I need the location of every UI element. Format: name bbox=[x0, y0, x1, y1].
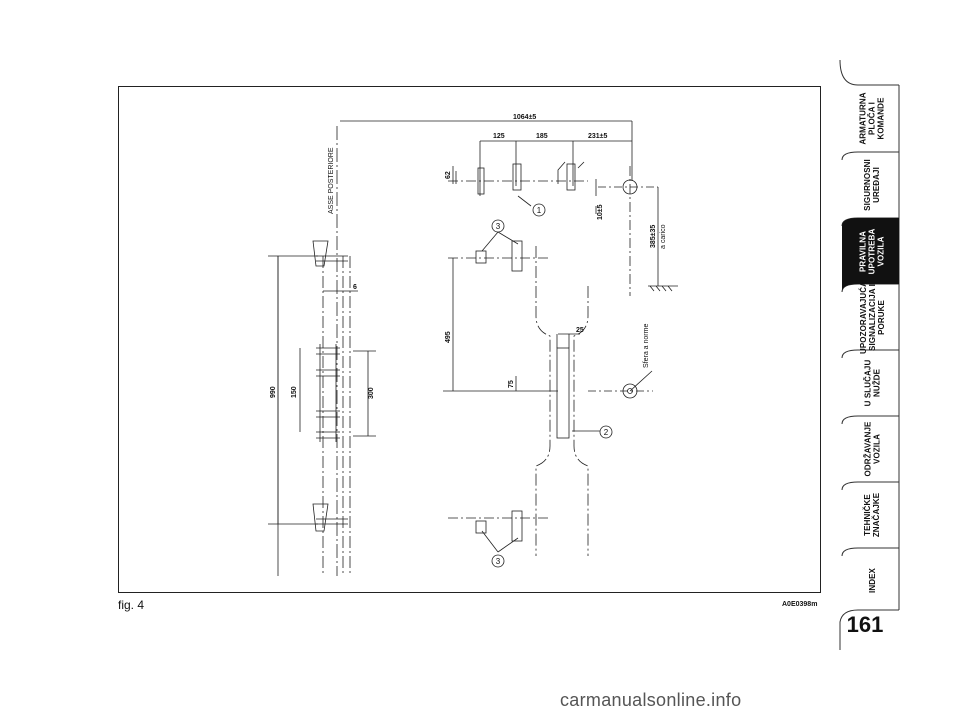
tow-bar-technical-drawing: 1064±5 125 185 231±5 62 10±5 385±35 6 99… bbox=[268, 114, 678, 576]
callout-3-top bbox=[491, 219, 505, 233]
dim-150: 150 bbox=[291, 386, 298, 398]
tab-sigurnosni[interactable]: SIGURNOSNI UREĐAJI bbox=[842, 155, 902, 215]
dim-300: 300 bbox=[368, 387, 375, 399]
figure-frame bbox=[118, 86, 821, 593]
tab-label-sigurnosni: SIGURNOSNI UREĐAJI bbox=[862, 159, 881, 211]
callout-2-text: 2 bbox=[604, 428, 609, 437]
tab-nuzde[interactable]: U SLUČAJU NUŽDE bbox=[842, 353, 902, 413]
tab-index[interactable]: INDEX bbox=[842, 550, 902, 610]
callout-3-top-text: 3 bbox=[496, 222, 501, 231]
tab-label-odrzavanje: ODRŽAVANJE VOZILA bbox=[863, 421, 881, 477]
dim-990: 990 bbox=[270, 386, 277, 398]
tab-label-index: INDEX bbox=[867, 567, 877, 593]
tab-label-tehnicke: TEHNIČKE ZNAČAJKE bbox=[862, 492, 881, 538]
dim-125: 125 bbox=[493, 133, 505, 140]
dim-185: 185 bbox=[536, 133, 548, 140]
tab-label-armaturna: ARMATURNA PLOČA I KOMANDE bbox=[858, 91, 886, 145]
dim-385: 385±35 bbox=[650, 225, 657, 248]
page-number: 161 bbox=[846, 612, 884, 637]
watermark: carmanualsonline.info bbox=[560, 690, 742, 710]
label-a-carico: a carico bbox=[660, 224, 667, 249]
dim-75: 75 bbox=[508, 380, 515, 388]
tab-label-pravilna: PRAVILNA UPOTREBA VOZILA bbox=[858, 228, 886, 274]
label-sfera-a-norme: Sfera a norme bbox=[643, 324, 650, 368]
callout-2 bbox=[599, 425, 613, 439]
tab-label-upozoravajuca: UPOZORAVAJUĆA SIGNALIZACIJA I PORUKE bbox=[858, 280, 886, 354]
dim-231: 231±5 bbox=[588, 133, 608, 140]
figure-code: A0E0398m bbox=[782, 601, 818, 608]
label-asse-posteriore: ASSE POSTERIORE bbox=[328, 147, 335, 214]
dim-62: 62 bbox=[445, 171, 452, 179]
tab-odrzavanje[interactable]: ODRŽAVANJE VOZILA bbox=[842, 419, 902, 479]
tab-armaturna[interactable]: ARMATURNA PLOČA I KOMANDE bbox=[842, 88, 902, 148]
callout-3-bottom bbox=[491, 554, 505, 568]
figure-caption: fig. 4 bbox=[118, 598, 145, 612]
tab-tehnicke[interactable]: TEHNIČKE ZNAČAJKE bbox=[842, 485, 902, 545]
dim-6: 6 bbox=[353, 284, 357, 291]
callout-1 bbox=[532, 203, 546, 217]
tab-upozoravajuca[interactable]: UPOZORAVAJUĆA SIGNALIZACIJA I PORUKE bbox=[842, 280, 902, 353]
dim-25: 25 bbox=[576, 327, 584, 334]
dim-overall: 1064±5 bbox=[513, 114, 536, 121]
dim-10: 10±5 bbox=[597, 204, 604, 220]
dim-495: 495 bbox=[445, 331, 452, 343]
tab-pravilna[interactable]: PRAVILNA UPOTREBA VOZILA bbox=[842, 221, 902, 281]
tab-label-nuzde: U SLUČAJU NUŽDE bbox=[863, 359, 881, 407]
callout-1-text: 1 bbox=[537, 206, 542, 215]
callout-3-bottom-text: 3 bbox=[496, 557, 501, 566]
